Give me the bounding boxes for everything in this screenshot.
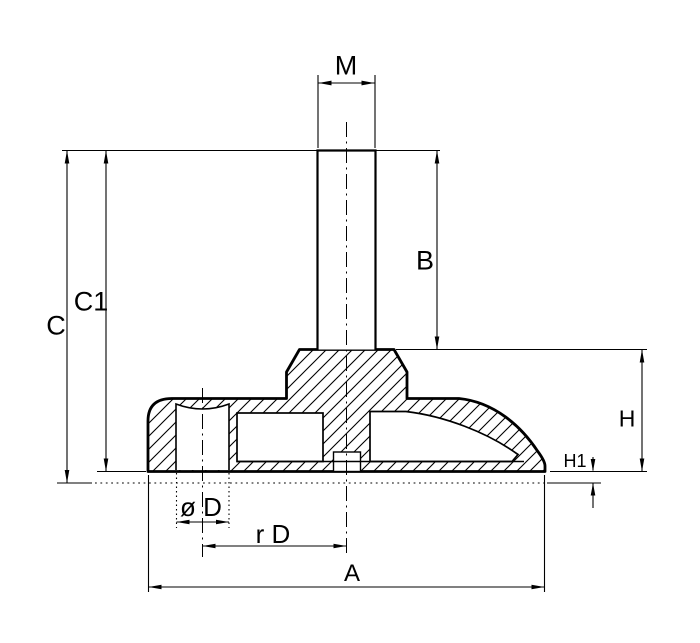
dim-m	[318, 80, 375, 86]
dim-r-d	[202, 543, 347, 549]
left-cavity	[236, 412, 324, 463]
dim-label-height-c1: C1	[73, 286, 109, 317]
dim-label-total-height: C	[46, 310, 66, 341]
right-cavity	[369, 410, 520, 463]
dim-label-base-diameter: A	[343, 560, 361, 587]
dim-label-thread: M	[334, 50, 358, 81]
dim-a	[148, 584, 545, 590]
dim-label-pad-height: H1	[563, 451, 587, 471]
dim-label-hole-diameter: ø D	[180, 492, 222, 522]
dim-label-base-height: H	[618, 405, 636, 432]
centerlines	[202, 122, 347, 557]
dim-b	[434, 150, 440, 350]
dim-c	[64, 150, 70, 483]
dimension-lines	[64, 80, 645, 590]
dim-c1	[103, 150, 109, 472]
dim-label-hole-pitch-radius: r D	[255, 519, 291, 549]
extension-lines	[57, 75, 647, 592]
dim-h	[639, 349, 645, 472]
dim-h1	[590, 457, 596, 508]
dim-label-thread-length: B	[415, 245, 435, 276]
